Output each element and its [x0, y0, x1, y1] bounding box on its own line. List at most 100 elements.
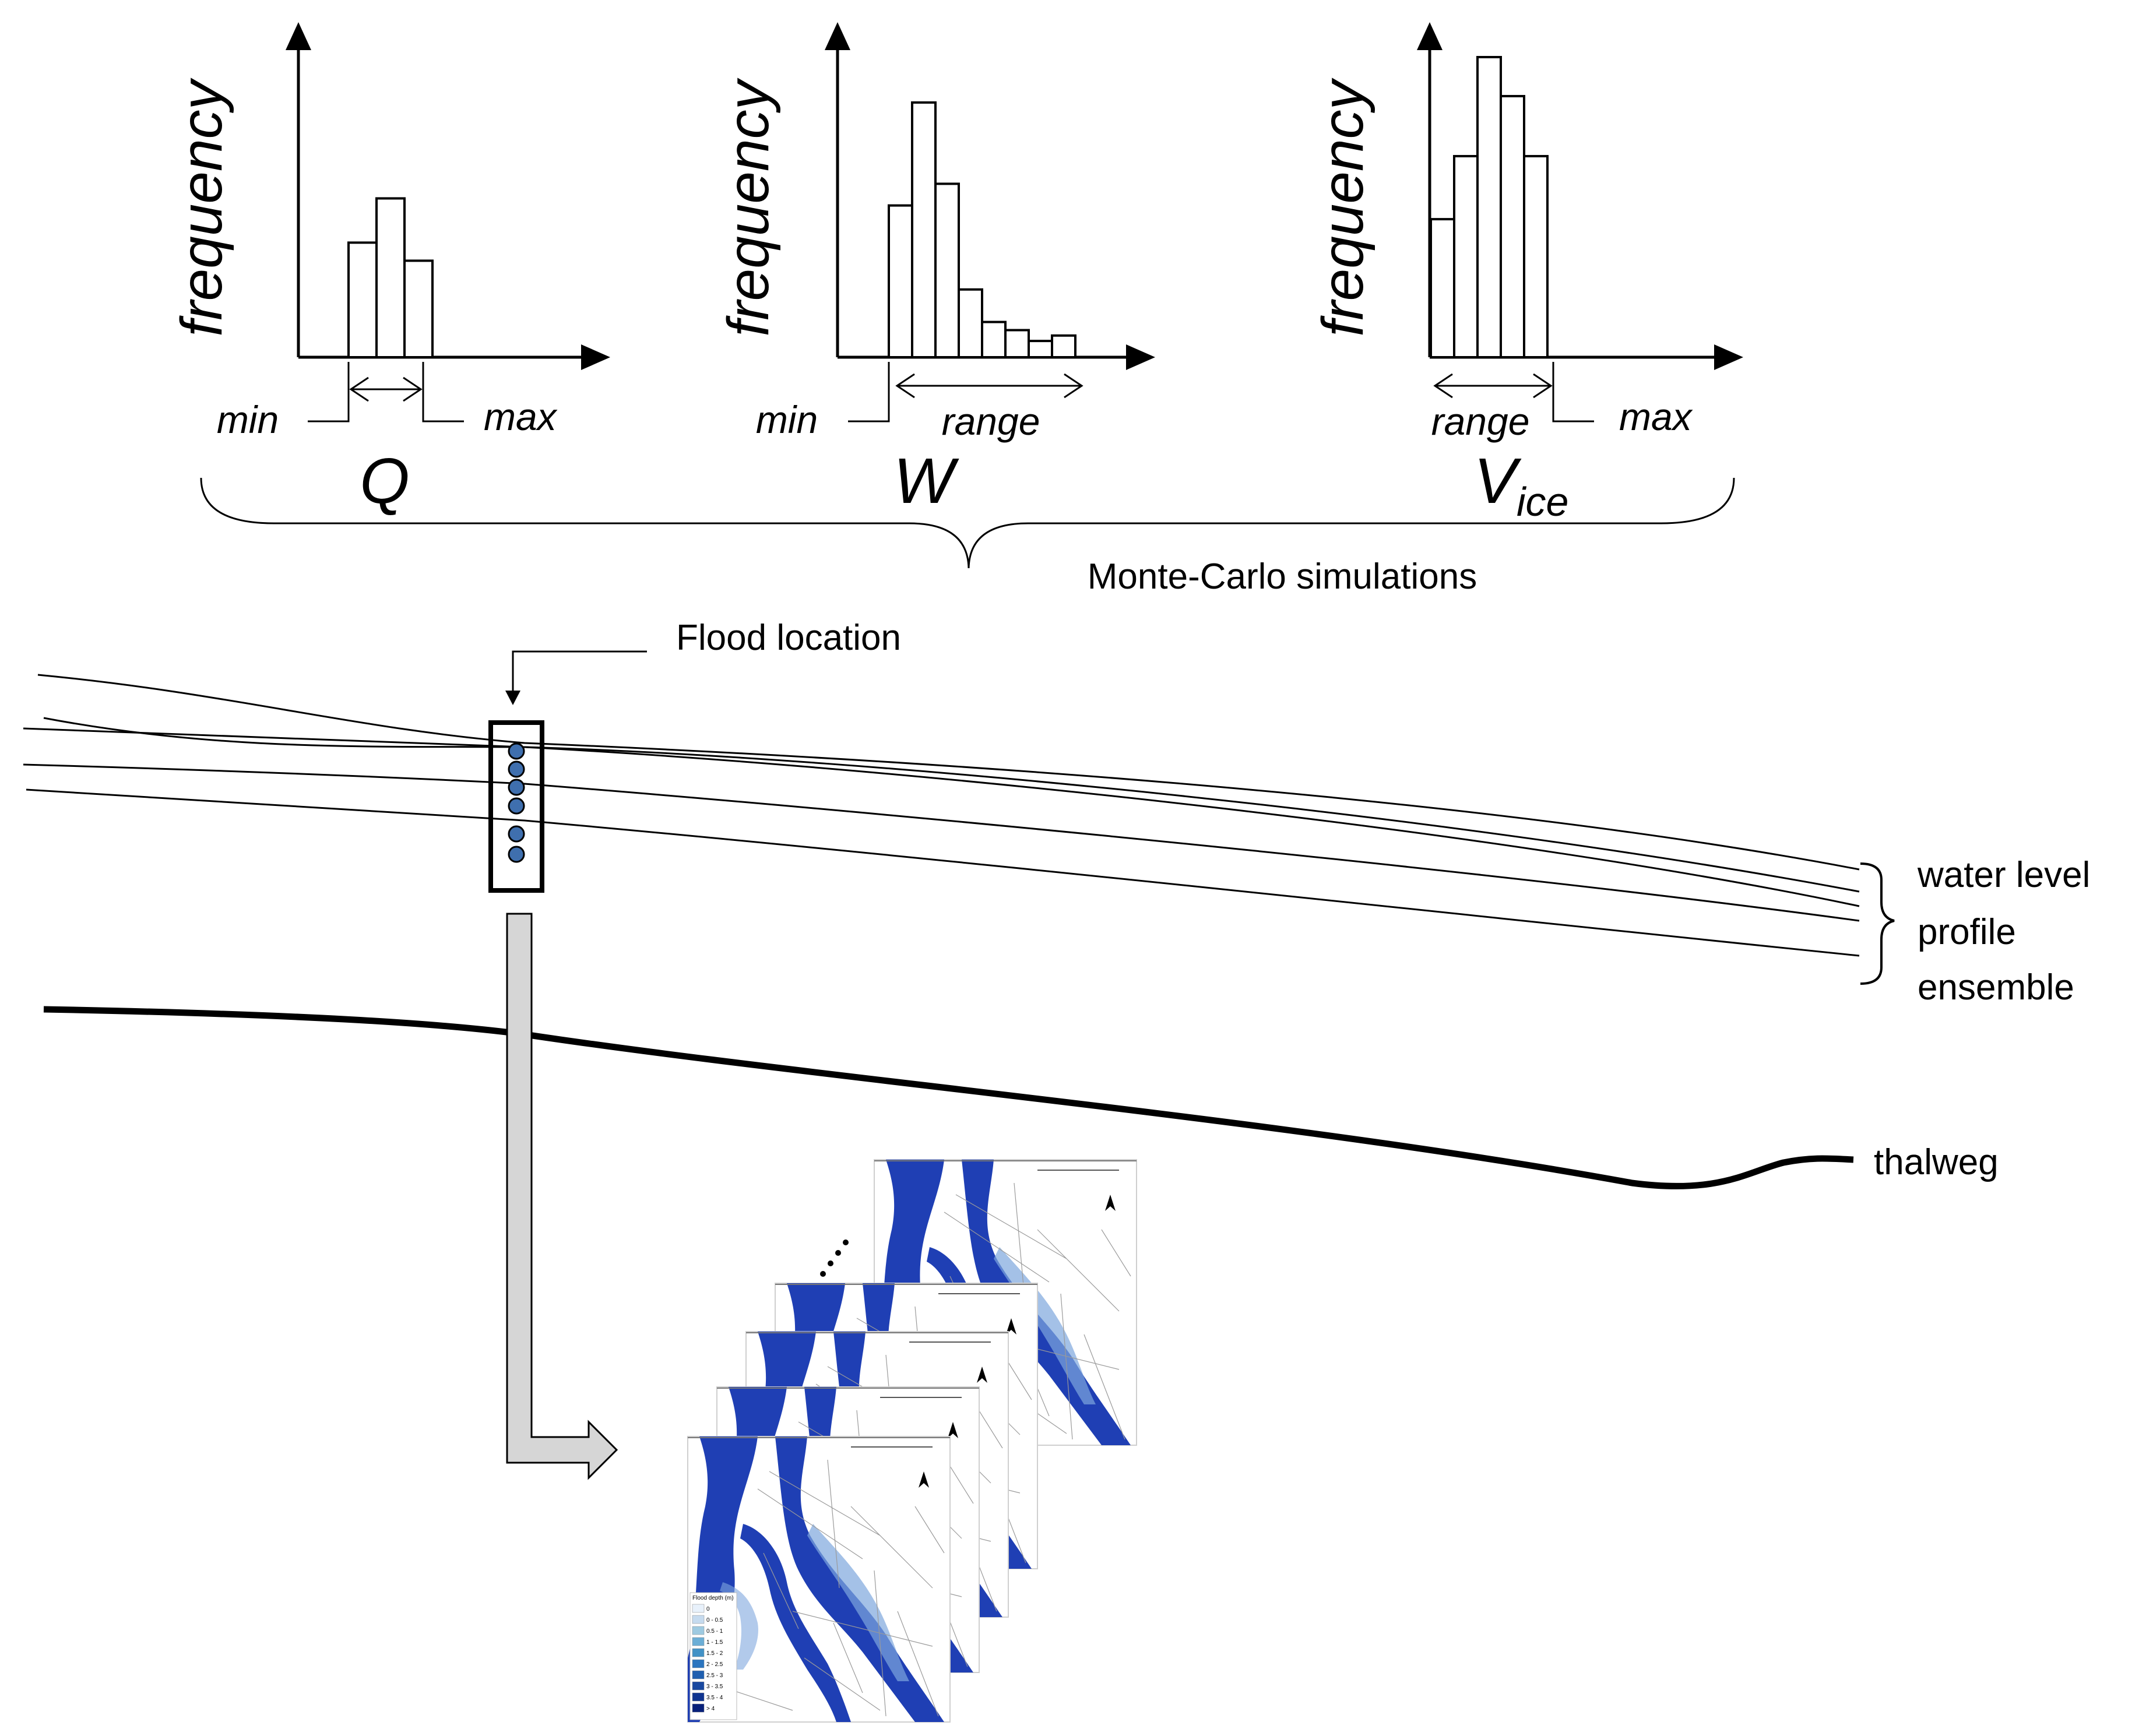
- flood-location-box: [488, 720, 544, 893]
- histogram-bar: [1500, 94, 1525, 358]
- ensemble-label-line: profile: [1918, 912, 2016, 952]
- flood-map-arrow: [506, 913, 618, 1480]
- map-legend-class: 1.5 - 2: [706, 1650, 723, 1657]
- ensemble-brace: [1860, 862, 1895, 985]
- max-leader: [1552, 362, 1594, 422]
- map-legend-class: 0.5 - 1: [706, 1628, 723, 1635]
- min-leader: [308, 362, 350, 422]
- ensemble-point: [508, 779, 525, 796]
- x-axis-arrowhead: [1126, 344, 1155, 370]
- x-axis-arrowhead: [581, 344, 610, 370]
- ensemble-point: [508, 825, 525, 843]
- range-arrowhead: [1533, 373, 1553, 399]
- variable-label: W: [893, 445, 959, 517]
- map-legend-swatch: [692, 1681, 705, 1691]
- ensemble-label: water level profile ensemble: [1917, 855, 2101, 1008]
- monte-carlo-label: Monte-Carlo simulations: [1088, 557, 1477, 597]
- max-label: max: [484, 395, 558, 438]
- water-profile-line: [23, 727, 1860, 907]
- max-label: max: [1619, 395, 1693, 438]
- min-leader: [848, 362, 890, 422]
- map-legend-swatch: [692, 1692, 705, 1702]
- thalweg-label: thalweg: [1874, 1142, 1999, 1182]
- histogram-bar: [888, 204, 913, 358]
- map-legend-title: Flood depth (m): [692, 1595, 734, 1601]
- variable-subscript: ice: [1517, 479, 1568, 524]
- street-network: [722, 1459, 945, 1717]
- histogram-bar: [958, 288, 983, 358]
- map-legend-class: 3.5 - 4: [706, 1695, 723, 1701]
- y-axis-label: frequency: [716, 77, 781, 336]
- water-level-profiles: [23, 674, 1860, 957]
- north-arrow-icon: [919, 1471, 929, 1488]
- water-profile-line: [43, 717, 1860, 893]
- water-profile-line: [37, 674, 1860, 871]
- variable-label: Vice: [1474, 445, 1569, 524]
- y-axis-arrowhead: [825, 22, 850, 50]
- histogram-bars: [347, 197, 434, 358]
- map-legend-swatch: [692, 1604, 705, 1613]
- histogram-bar: [934, 182, 960, 358]
- flood-extent: [807, 1524, 909, 1681]
- histogram-bar: [1453, 154, 1479, 358]
- histogram-bar: [1430, 218, 1455, 358]
- north-arrow-icon: [1006, 1318, 1016, 1334]
- map-legend-swatch: [692, 1703, 705, 1713]
- ensemble-point: [508, 760, 525, 778]
- map-legend-swatch: [692, 1648, 705, 1657]
- histogram-bar: [1476, 56, 1502, 358]
- max-leader: [422, 362, 464, 422]
- variable-label: Q: [360, 445, 410, 517]
- map-legend-class: 3 - 3.5: [706, 1684, 723, 1690]
- histogram-bars: [888, 101, 1076, 358]
- histogram-bar: [981, 321, 1007, 358]
- histogram-bars: [1430, 56, 1549, 358]
- map-legend-class: 2.5 - 3: [706, 1672, 723, 1679]
- flood-location-label: Flood location: [676, 618, 901, 658]
- monte-carlo-brace: [200, 477, 1735, 569]
- range-label: range: [1431, 400, 1530, 443]
- histogram-bar: [1028, 340, 1053, 358]
- ensemble-point: [508, 797, 525, 815]
- histogram-bar: [1051, 334, 1076, 358]
- map-legend-swatch: [692, 1626, 705, 1635]
- river-channel: [775, 1436, 944, 1722]
- y-axis-arrowhead: [286, 22, 311, 50]
- histogram-bar: [403, 259, 434, 358]
- ensemble-label-line: ensemble: [1918, 967, 2074, 1008]
- map-legend-class: 1 - 1.5: [706, 1639, 723, 1646]
- map-legend-swatch: [692, 1670, 705, 1679]
- map-legend-swatch: [692, 1637, 705, 1646]
- range-arrowhead: [895, 373, 915, 399]
- more-maps-ellipsis: [820, 1240, 849, 1277]
- thalweg-line: [43, 1006, 1854, 1189]
- ensemble-point: [508, 742, 525, 760]
- histogram-bar: [1004, 329, 1030, 358]
- ensemble-label-line: water level: [1917, 855, 2090, 895]
- map-legend-class: 0 - 0.5: [706, 1617, 723, 1624]
- range-arrowhead: [1064, 373, 1083, 399]
- y-axis-label: frequency: [1310, 77, 1375, 336]
- water-profile-line: [26, 788, 1860, 957]
- histogram-bar: [911, 101, 937, 358]
- min-label: min: [217, 398, 279, 441]
- water-profile-line: [23, 763, 1860, 922]
- north-arrow-icon: [948, 1422, 958, 1438]
- flood-location-pointer: [505, 650, 647, 705]
- range-arrowhead: [1433, 373, 1453, 399]
- range-arrowhead: [349, 376, 369, 402]
- range-arrowhead: [403, 376, 423, 402]
- flood-map-stack: Flood depth (m)00 - 0.50.5 - 11 - 1.51.5…: [687, 1159, 1137, 1723]
- north-arrow-icon: [977, 1367, 987, 1383]
- map-legend-swatch: [692, 1615, 705, 1624]
- map-legend: Flood depth (m)00 - 0.50.5 - 11 - 1.51.5…: [689, 1592, 737, 1720]
- map-legend-class: 2 - 2.5: [706, 1661, 723, 1668]
- histogram-bar: [375, 197, 406, 358]
- map-legend-class: > 4: [706, 1706, 715, 1712]
- flood-map: Flood depth (m)00 - 0.50.5 - 11 - 1.51.5…: [687, 1436, 951, 1723]
